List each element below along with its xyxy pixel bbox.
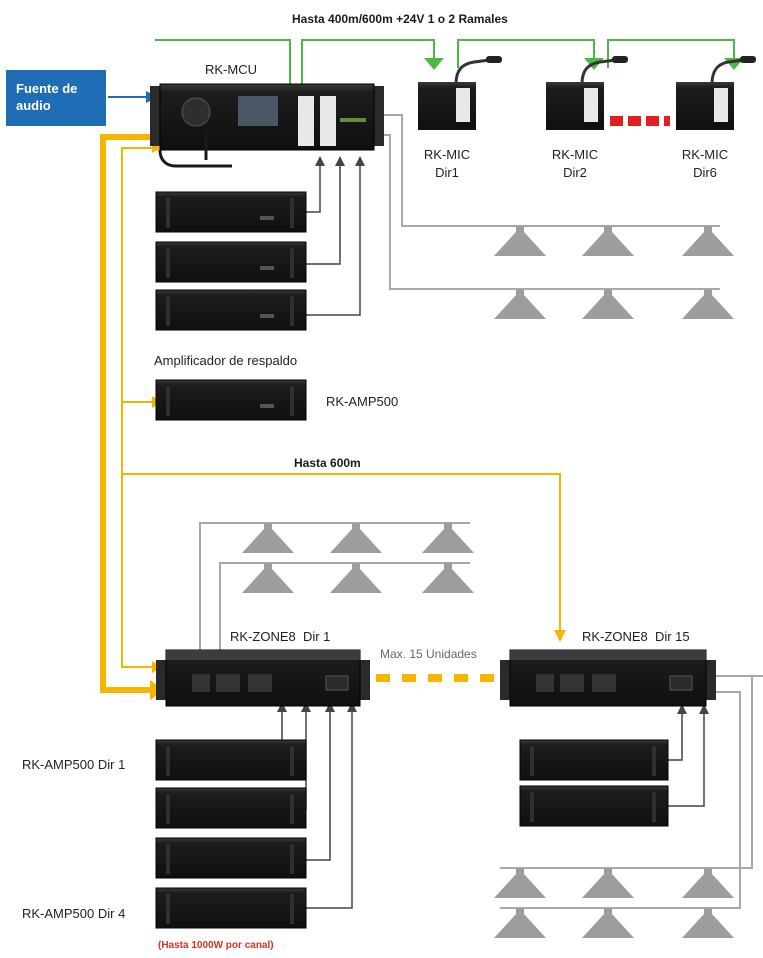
zone-left-amp-4	[155, 887, 307, 929]
speaker-1	[494, 226, 546, 256]
mic-2-model: RK-MIC	[551, 147, 599, 162]
speaker-11	[330, 563, 382, 593]
mcu-label: RK-MCU	[205, 62, 257, 77]
zone-right-amp-1	[519, 739, 669, 781]
zone-left-dir: Dir 1	[302, 629, 331, 644]
mcu-speaker-lines	[384, 114, 720, 290]
zone-right-amp-2	[519, 785, 669, 827]
speaker-5	[582, 289, 634, 319]
power-note: (Hasta 1000W por canal)	[158, 940, 274, 951]
mic-1-model: RK-MIC	[423, 147, 471, 162]
zone-right-amp-arrows	[677, 704, 709, 714]
mic-label-2: RK-MIC Dir2	[540, 146, 610, 182]
speaker-6	[682, 289, 734, 319]
speaker-14	[582, 868, 634, 898]
zone-right-amp-lines	[668, 710, 705, 807]
audio-source-line2: audio	[16, 98, 51, 113]
speaker-10	[242, 563, 294, 593]
mic-bus-title: Hasta 400m/600m +24V 1 o 2 Ramales	[292, 12, 508, 26]
speaker-18	[682, 908, 734, 938]
mic-chain-dashes	[610, 116, 670, 126]
zone-left-label: RK-ZONE8 Dir 1	[230, 629, 330, 645]
zone-left-amp-arrows	[277, 702, 357, 712]
speaker-3	[682, 226, 734, 256]
mic-bus-arrows	[424, 58, 744, 70]
mic-station-dir1	[418, 56, 502, 130]
zone-right-model: RK-ZONE8	[582, 629, 648, 644]
amp-dir1-label: RK-AMP500 Dir 1	[22, 757, 126, 772]
zone-link-title: Hasta 600m	[294, 456, 361, 470]
speakers	[242, 226, 734, 938]
mic-3-dir: Dir6	[693, 165, 717, 180]
speaker-17	[582, 908, 634, 938]
max-units-dashes	[376, 674, 494, 682]
mcu-amp-3	[155, 289, 307, 331]
zone-right-speaker-lines	[500, 675, 763, 909]
speaker-2	[582, 226, 634, 256]
mic-bus-lines	[155, 39, 735, 84]
speaker-15	[682, 868, 734, 898]
zone-right-label: RK-ZONE8 Dir 15	[582, 629, 690, 645]
speaker-16	[494, 908, 546, 938]
mic-label-1: RK-MIC Dir1	[412, 146, 482, 182]
zone-left-amp-3	[155, 837, 307, 879]
mcu-amp-arrows	[315, 156, 365, 166]
zone-left-speaker-lines	[199, 522, 470, 652]
mcu-amp-lines	[306, 162, 361, 316]
mcu-amp-2	[155, 241, 307, 283]
mic-1-dir: Dir1	[435, 165, 459, 180]
mic-station-dir6	[676, 56, 756, 130]
speaker-4	[494, 289, 546, 319]
zone-right-dir: Dir 15	[654, 629, 690, 644]
mcu-device	[150, 83, 384, 168]
speaker-13	[494, 868, 546, 898]
mcu-amp-1	[155, 191, 307, 233]
backup-amp-model: RK-AMP500	[326, 394, 399, 409]
speaker-8	[330, 523, 382, 553]
mic-label-3: RK-MIC Dir6	[670, 146, 740, 182]
max-units-label: Max. 15 Unidades	[380, 647, 477, 661]
backup-amp	[155, 379, 307, 421]
mic-2-dir: Dir2	[563, 165, 587, 180]
audio-source-line1: Fuente de	[16, 81, 78, 96]
yellow-bus-thin	[121, 147, 561, 668]
zone-left-model: RK-ZONE8	[230, 629, 296, 644]
speaker-7	[242, 523, 294, 553]
mic-3-model: RK-MIC	[681, 147, 729, 162]
mic-station-dir2	[546, 56, 628, 130]
amp-dir4-label: RK-AMP500 Dir 4	[22, 906, 126, 921]
yellow-bus-thick	[100, 134, 160, 693]
audio-source-box: Fuente de audio	[6, 70, 106, 126]
zone-left-amp-2	[155, 787, 307, 829]
zone-left-device	[156, 649, 370, 707]
speaker-9	[422, 523, 474, 553]
backup-amp-caption: Amplificador de respaldo	[154, 353, 298, 368]
zone-left-amp-1	[155, 739, 307, 781]
speaker-12	[422, 563, 474, 593]
zone-right-device	[500, 649, 716, 707]
